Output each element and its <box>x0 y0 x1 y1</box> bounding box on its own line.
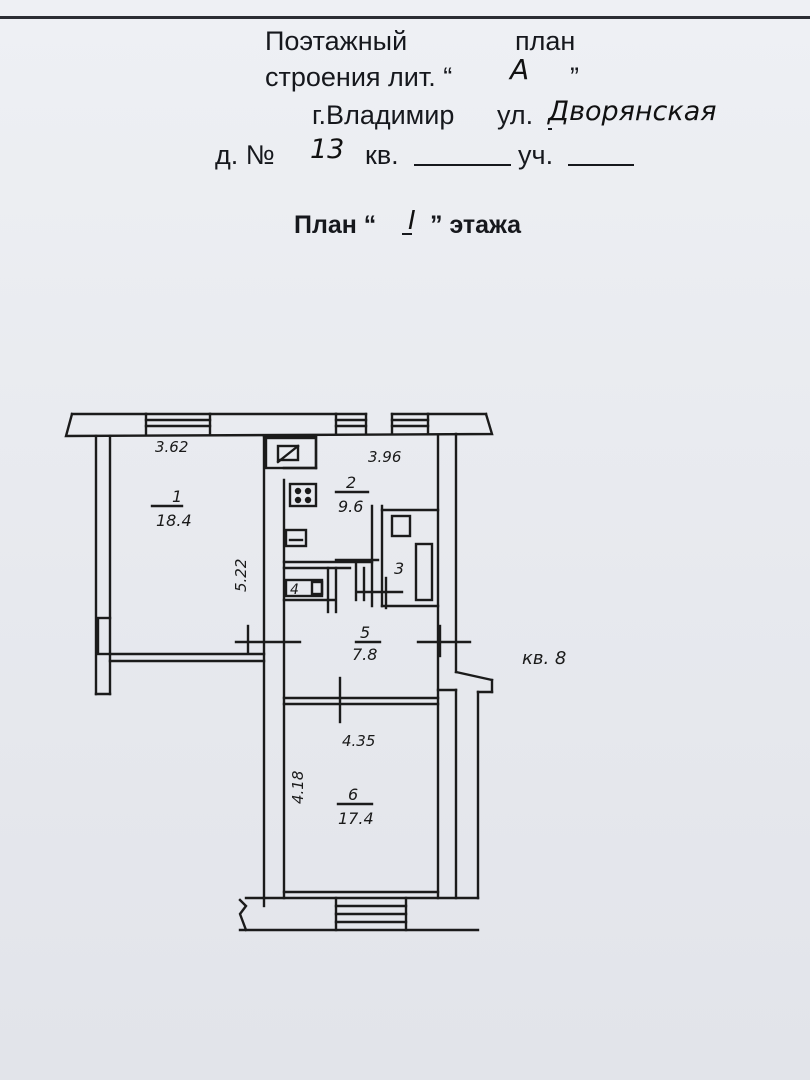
room4-number: 4 <box>290 582 299 598</box>
header-title-word2: план <box>515 26 576 56</box>
bathroom-sink <box>390 514 412 538</box>
room3-number: 3 <box>394 559 404 578</box>
house-label: д. № <box>215 140 275 170</box>
apartment-label: кв. <box>365 140 399 170</box>
dim-room2-width: 3.96 <box>368 448 401 466</box>
plan-floor-number: I <box>408 206 416 236</box>
dim-room1-depth: 5.22 <box>232 559 250 592</box>
sink-symbol <box>284 528 308 548</box>
header-rule <box>0 16 810 19</box>
street-underline-tick <box>548 128 552 130</box>
dim-room6-width: 4.35 <box>342 732 375 750</box>
plan-floor-dash <box>402 233 412 235</box>
stove-symbol <box>288 482 318 508</box>
plan-title-suffix: ” этажа <box>430 211 522 239</box>
room1-number: 1 <box>172 487 182 506</box>
building-letter-close-quote: ” <box>570 62 579 92</box>
room1-area: 18.4 <box>156 511 192 530</box>
city-label: г.Владимир <box>312 100 455 130</box>
bathtub <box>414 542 434 602</box>
top-window-1 <box>144 412 212 436</box>
plot-label: уч. <box>518 140 554 170</box>
street-label: ул. <box>497 100 534 130</box>
dim-room1-width: 3.62 <box>155 438 188 456</box>
top-window-2 <box>334 412 368 436</box>
plan-title-prefix: План “ <box>294 211 377 239</box>
apartment-blank <box>414 164 511 166</box>
plot-blank <box>568 164 634 166</box>
room2-number: 2 <box>346 473 356 492</box>
house-number: 13 <box>310 134 345 165</box>
room5-number: 5 <box>360 623 370 642</box>
room5-area: 7.8 <box>352 645 377 664</box>
neighbor-apartment-label: кв. 8 <box>522 648 566 669</box>
room2-area: 9.6 <box>338 497 363 516</box>
building-letter-label: строения лит. “ <box>265 62 453 92</box>
street-value: Дворянская <box>548 96 717 127</box>
room6-area: 17.4 <box>338 809 374 828</box>
top-window-3 <box>390 412 430 436</box>
header-title-word1: Поэтажный <box>265 26 408 56</box>
room6-number: 6 <box>348 785 358 804</box>
dim-room6-depth: 4.18 <box>289 771 307 804</box>
bottom-window <box>334 896 408 932</box>
building-letter-value: А <box>510 53 530 86</box>
